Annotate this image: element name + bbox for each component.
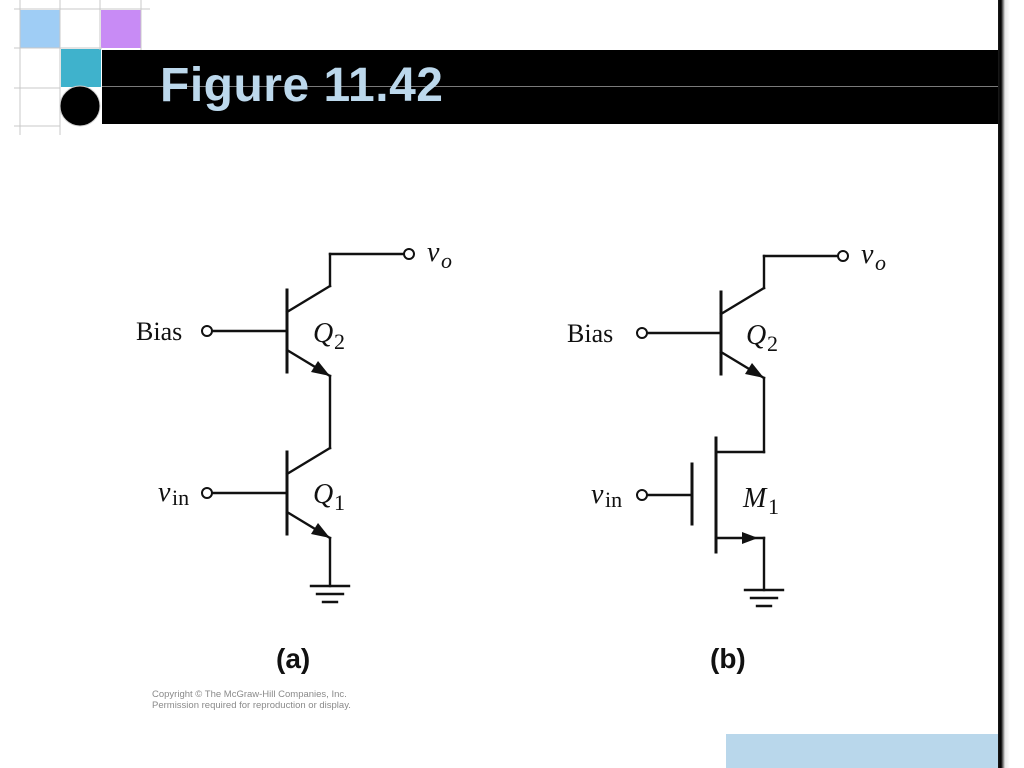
vo-sub-b: o [875,250,886,275]
copyright-line-1: Copyright © The McGraw-Hill Companies, I… [152,689,347,700]
m1-sub-b: 1 [768,494,779,519]
arrow-q1-a [311,523,330,538]
q2-sub-a: 2 [334,329,345,354]
slide-right-edge [998,0,1024,768]
vo-sub-a: o [441,248,452,273]
q2-label-b: Q [746,320,766,351]
vin-sub-b: in [605,487,622,512]
q2-sub-b: 2 [767,331,778,356]
q1-label-a: Q [313,479,333,510]
bias-label-a: Bias [136,317,182,346]
m1-label-b: M [742,483,768,514]
deco-square-teal [61,49,101,87]
circuit-a [210,252,405,604]
title-bar-divider [102,86,998,87]
deco-grid-lines [14,0,150,135]
caption-a: (a) [276,643,310,674]
q2-label-a: Q [313,318,333,349]
footer-accent-bar [726,734,998,768]
vo-label-a: v [427,237,440,268]
q1-sub-a: 1 [334,490,345,515]
deco-circle [59,85,101,127]
vo-label-b: v [861,239,874,270]
title-bar [102,50,998,124]
vin-label-a: v [158,477,171,508]
caption-b: (b) [710,643,746,674]
page-title: Figure 11.42 [160,59,444,112]
vin-sub-a: in [172,485,189,510]
deco-square-light-blue [20,10,60,48]
arrow-q2-b [745,363,764,378]
deco-square-violet [101,10,141,48]
circuit-b [645,254,839,608]
arrow-m1-b [742,532,758,544]
vin-label-b: v [591,479,604,510]
copyright-line-2: Permission required for reproduction or … [152,700,351,711]
arrow-q2-a [311,361,330,376]
bias-label-b: Bias [567,319,613,348]
copyright-notice: Copyright © The McGraw-Hill Companies, I… [152,689,351,711]
